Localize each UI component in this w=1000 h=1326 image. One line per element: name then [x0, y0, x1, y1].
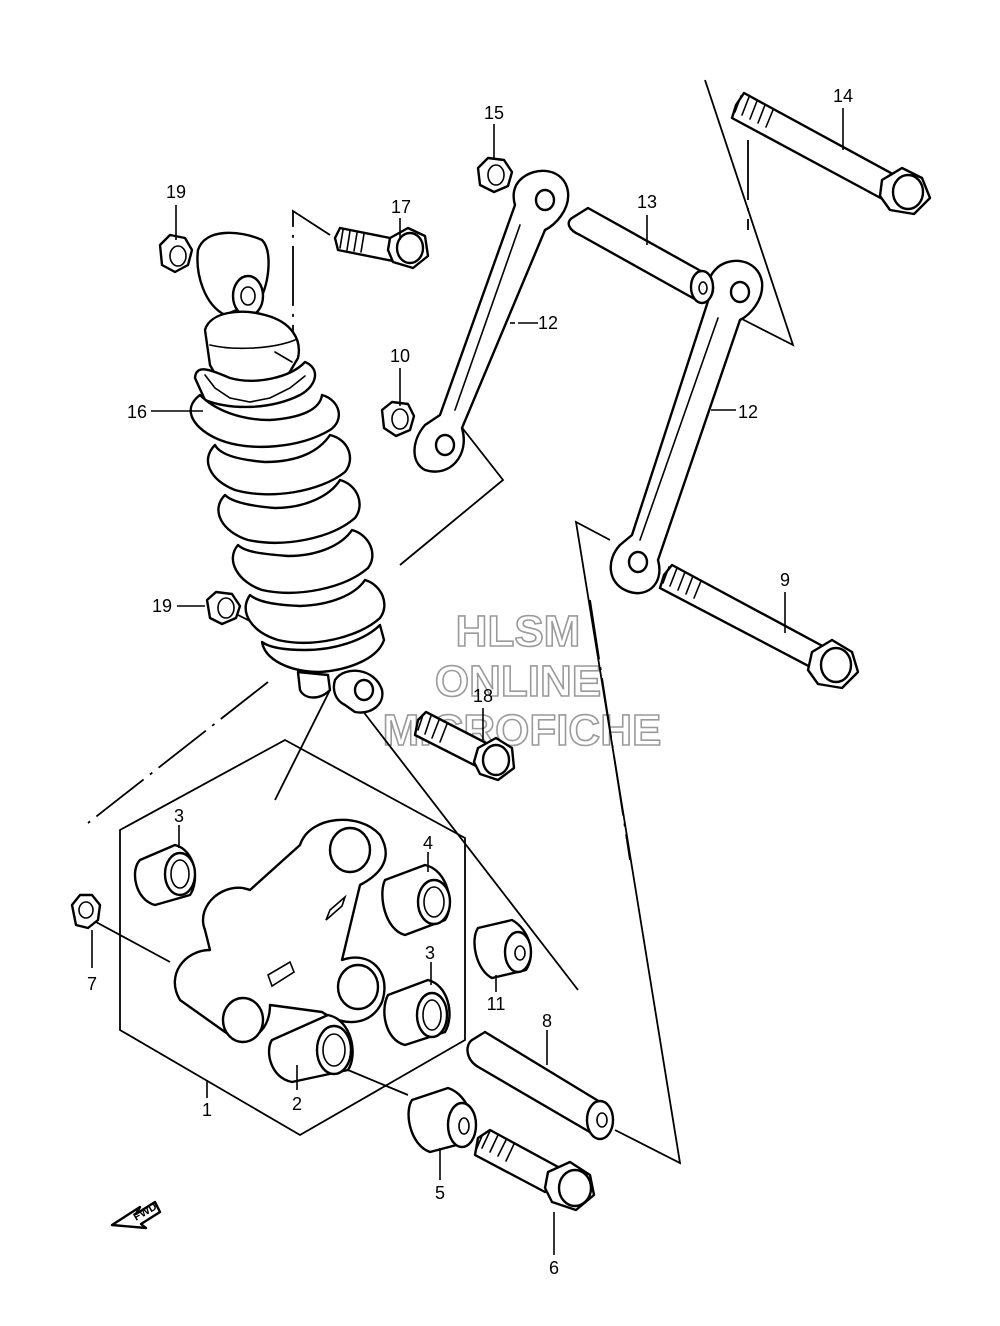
cushion-rod-left	[413, 169, 570, 473]
callout-4: 4	[423, 833, 433, 853]
callout-3-right: 3	[425, 943, 435, 963]
bearing-right-bottom	[383, 978, 451, 1047]
callout-6: 6	[549, 1258, 559, 1278]
bearing-right-top	[381, 863, 452, 937]
callout-12-left: 12	[538, 313, 558, 333]
leader-lines	[91, 108, 844, 1255]
callout-19-middle: 19	[152, 596, 172, 616]
callout-5: 5	[435, 1183, 445, 1203]
callout-10: 10	[390, 346, 410, 366]
cushion-lever-frame	[119, 738, 466, 1137]
bolt-9	[658, 563, 860, 690]
spacer-11	[473, 918, 533, 980]
nut-7	[70, 893, 102, 930]
spacer-13	[567, 206, 715, 305]
watermark-line-2: ONLINE	[435, 657, 601, 706]
callout-11: 11	[487, 994, 506, 1014]
spacer-8	[466, 1030, 615, 1141]
assembly-lines	[87, 79, 795, 1165]
spacer-5	[407, 1086, 478, 1154]
callout-19-top: 19	[166, 182, 186, 202]
bolt-6	[473, 1128, 596, 1212]
callout-8: 8	[542, 1011, 552, 1031]
callout-17: 17	[391, 197, 411, 217]
nut-19-middle	[205, 590, 242, 626]
callout-2: 2	[292, 1094, 302, 1114]
watermark-line-1: HLSM	[456, 607, 581, 656]
callout-3-top: 3	[174, 806, 184, 826]
nut-15	[476, 156, 514, 194]
shock-absorber	[189, 231, 386, 714]
fwd-arrow-icon: FWD	[110, 1201, 162, 1230]
callout-12-right: 12	[738, 402, 758, 422]
bolt-17	[333, 226, 430, 270]
callout-14: 14	[833, 86, 853, 106]
nut-10	[380, 400, 416, 438]
callout-7: 7	[87, 974, 97, 994]
cushion-rod-right	[609, 259, 764, 595]
bolt-14	[730, 91, 932, 216]
callout-18: 18	[473, 686, 493, 706]
callout-16: 16	[127, 402, 147, 422]
callout-1: 1	[202, 1100, 212, 1120]
callouts: 19 17 15 10 12 12 13 14 16 19 9 18 3 4 3…	[87, 86, 853, 1278]
callout-13: 13	[637, 192, 657, 212]
callout-15: 15	[484, 103, 504, 123]
bolt-18	[413, 710, 516, 782]
cushion-lever-assembly	[119, 738, 466, 1137]
cushion-lever	[173, 818, 387, 1041]
callout-9: 9	[780, 570, 790, 590]
bearing-bottom	[267, 1013, 354, 1084]
bearing-top-left	[133, 843, 197, 907]
nut-19-top	[158, 233, 194, 274]
